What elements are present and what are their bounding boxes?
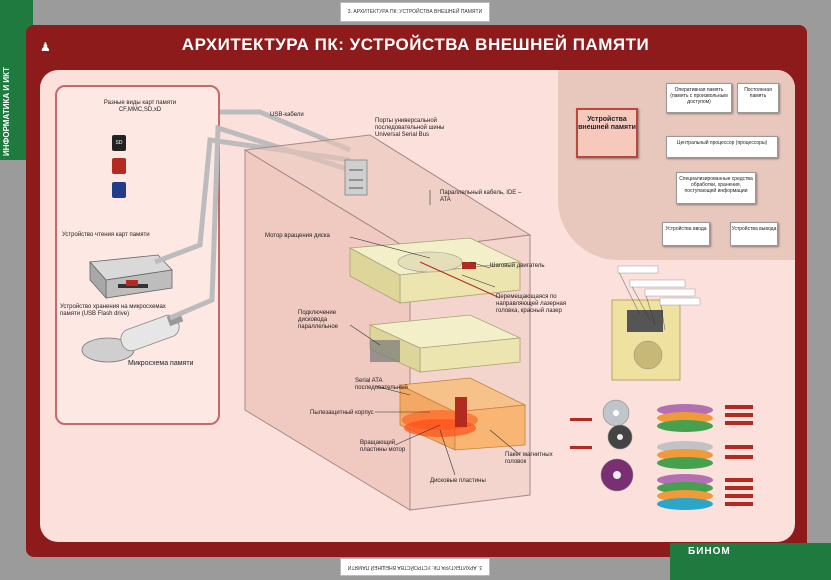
disc-layer-stacks	[657, 404, 713, 510]
dust-case-label: Пылезащитный корпус	[310, 410, 374, 416]
output-devices-box: Устройства вывода	[730, 222, 778, 246]
card-reader-label: Устройство чтения карт памяти	[62, 232, 150, 238]
card-reader-icon	[89, 254, 173, 300]
disk-motor-label: Мотор вращения диска	[265, 233, 330, 239]
floppy-label-1	[617, 265, 659, 274]
control-box: Специализированные средства обработки, х…	[676, 172, 756, 204]
usb-flash-drive-icon	[81, 311, 184, 363]
flash-drive-label: Устройство хранения на микросхемах памят…	[60, 304, 166, 317]
stepper-motor-label: Шаговый двигатель	[490, 263, 545, 269]
optical-drive-icon	[348, 237, 522, 304]
usb-cables-label: USB-кабели	[270, 112, 304, 118]
sd-card-icon: SD	[112, 135, 126, 151]
card-types-label: Разные виды карт памяти CF,MMC,SD,xD	[103, 100, 177, 113]
drive-connection-label: Подключение дисковода параллельное	[298, 310, 339, 330]
poster-title: АРХИТЕКТУРА ПК: УСТРОЙСТВА ВНЕШНЕЙ ПАМЯТ…	[181, 35, 650, 54]
laser-head-label: Перемещающаяся по направляющей лазерная …	[496, 294, 567, 314]
floppy-label-3	[644, 288, 696, 297]
floppy-drive-icon	[368, 314, 522, 373]
cpu-box: Центральный процессор (процессоры)	[666, 136, 778, 158]
disc-legend-marks	[570, 405, 753, 506]
publisher-logo: БИНОМ	[688, 546, 731, 557]
floppy-label-4	[659, 297, 701, 306]
optical-discs	[600, 399, 634, 492]
platters-label: Дисковые пластины	[430, 478, 486, 484]
person-icon: ♟	[40, 40, 51, 54]
head-pack-label: Пакет магнитных головок	[505, 452, 553, 465]
pointer-lines	[349, 190, 521, 476]
ram-box: Оперативная память (память с произвольны…	[666, 83, 732, 113]
floppy-disk-icon	[611, 269, 681, 381]
cf-card-icon	[112, 158, 126, 174]
parallel-cable-label: Параллельный кабель, IDE – ATA	[440, 190, 522, 203]
platter-motor-label: Вращающий пластины мотор	[360, 440, 406, 453]
external-memory-box: Устройства внешней памяти	[576, 108, 638, 158]
memory-chip-label: Микросхема памяти	[128, 360, 194, 367]
floppy-label-2	[629, 279, 686, 288]
publisher-strip	[670, 543, 831, 580]
usb-ports-label: Порты универсальной последовательной шин…	[375, 118, 445, 138]
input-devices-box: Устройства ввода	[662, 222, 710, 246]
memory-cards-panel	[55, 85, 220, 425]
serial-ata-label: Serial ATA последовательный	[355, 378, 408, 391]
rom-box: Постоянная память	[737, 83, 779, 113]
top-caption: 3. АРХИТЕКТУРА ПК: УСТРОЙСТВА ВНЕШНЕЙ ПА…	[340, 2, 490, 22]
xd-card-icon	[112, 182, 126, 198]
